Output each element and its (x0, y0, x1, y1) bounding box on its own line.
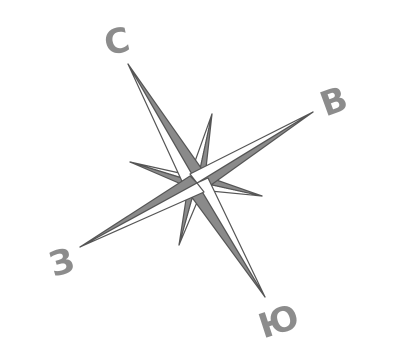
label-north: С (101, 20, 134, 64)
main-point-south-dark-half (188, 183, 265, 297)
label-east: В (315, 79, 353, 125)
label-south: Ю (254, 297, 304, 347)
main-point-south (188, 178, 265, 297)
main-point-east-dark-half (197, 112, 313, 190)
label-west: З (45, 240, 79, 285)
main-point-west-dark-half (80, 176, 197, 247)
compass-rose (80, 64, 313, 297)
